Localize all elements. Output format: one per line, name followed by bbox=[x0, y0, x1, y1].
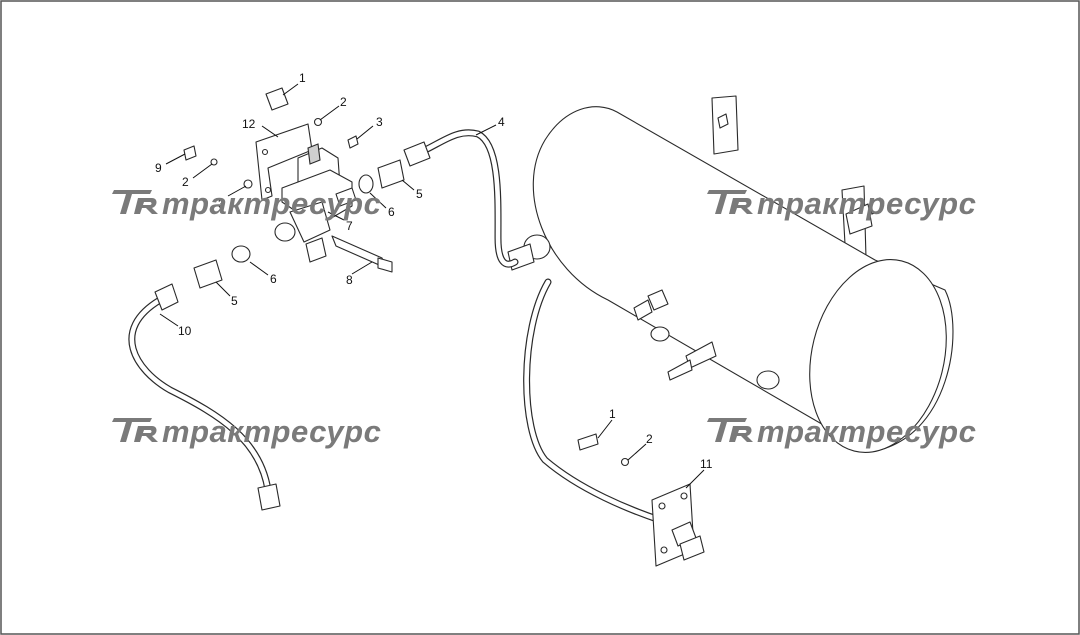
washer-2-lower bbox=[620, 457, 630, 467]
callout-1-lower: 1 bbox=[609, 407, 616, 421]
bracket-hole bbox=[264, 186, 272, 194]
oring-6-right bbox=[358, 174, 374, 194]
adjuster-screw bbox=[307, 143, 321, 165]
callout-7: 7 bbox=[346, 219, 353, 233]
callout-9: 9 bbox=[155, 161, 162, 175]
callout-2-lower: 2 bbox=[646, 432, 653, 446]
watermark-2: трактресурс bbox=[707, 186, 976, 221]
tank-port-plug bbox=[756, 370, 780, 390]
watermark-text: трактресурс bbox=[757, 186, 976, 221]
watermark-3: трактресурс bbox=[112, 414, 381, 449]
regulator-lower bbox=[289, 201, 331, 243]
regulator-body-7 bbox=[281, 169, 353, 221]
washer-2-left bbox=[210, 158, 218, 166]
callout-4: 4 bbox=[498, 115, 505, 129]
air-tank bbox=[507, 95, 954, 453]
hose-4-end-nut bbox=[403, 141, 431, 167]
oring-6-left bbox=[231, 245, 251, 263]
bracket-bolt-rear bbox=[869, 197, 883, 215]
regulator-side-port bbox=[335, 187, 357, 207]
washer-2-top bbox=[313, 117, 323, 127]
nut-9 bbox=[183, 145, 197, 161]
callout-5-left: 5 bbox=[231, 294, 238, 308]
callout-3-top: 3 bbox=[376, 115, 383, 129]
regulator-drain bbox=[305, 237, 327, 263]
bracket-hole bbox=[660, 546, 668, 554]
hose-10-end-nut bbox=[154, 283, 179, 311]
bolt-1-top bbox=[265, 87, 289, 111]
watermark-text: трактресурс bbox=[757, 414, 976, 449]
fitting-5-right bbox=[377, 159, 405, 189]
callout-2-top: 2 bbox=[340, 95, 347, 109]
callout-leaders bbox=[159, 83, 705, 489]
tank-port-nut bbox=[633, 299, 653, 321]
bracket-hole bbox=[658, 502, 666, 510]
drain-valve-assembly bbox=[577, 433, 705, 567]
callout-8: 8 bbox=[346, 273, 353, 287]
regulator-outlet bbox=[274, 222, 296, 242]
drain-valve-handle bbox=[679, 535, 705, 561]
watermark-logo bbox=[707, 190, 753, 214]
watermark-logo bbox=[112, 418, 158, 442]
mount-bracket-12 bbox=[255, 123, 313, 201]
callout-10: 10 bbox=[178, 324, 192, 338]
tank-port-valve bbox=[647, 289, 669, 311]
tank-port-boss bbox=[650, 326, 670, 342]
callout-labels: 1 2 3 12 9 2 3 4 5 6 7 8 6 5 10 1 2 11 bbox=[155, 71, 713, 471]
bolt-1-lower bbox=[577, 433, 599, 451]
watermark-logo bbox=[112, 190, 158, 214]
drain-line bbox=[523, 278, 664, 524]
tank-end-cap bbox=[809, 259, 947, 453]
fitting-5-left bbox=[193, 259, 223, 289]
tank-drain-pipe bbox=[667, 359, 693, 381]
callout-3-left: 3 bbox=[218, 197, 225, 211]
bracket-hole bbox=[680, 492, 688, 500]
watermark-logo bbox=[707, 418, 753, 442]
callout-11: 11 bbox=[700, 457, 713, 471]
callout-2-left: 2 bbox=[182, 175, 189, 189]
tank-band bbox=[845, 203, 873, 235]
watermark-text: трактресурс bbox=[162, 414, 381, 449]
bolt-8-head bbox=[377, 257, 393, 273]
watermark-1: трактресурс bbox=[112, 186, 381, 221]
bracket-bolt bbox=[717, 113, 729, 129]
watermark-text: трактресурс bbox=[162, 186, 381, 221]
bracket-hole bbox=[261, 148, 269, 156]
hose-4 bbox=[403, 129, 519, 268]
callout-6-right: 6 bbox=[388, 205, 395, 219]
callout-12: 12 bbox=[242, 117, 256, 131]
callout-5-right: 5 bbox=[416, 187, 423, 201]
callout-1-top: 1 bbox=[299, 71, 306, 85]
watermark-4: трактресурс bbox=[707, 414, 976, 449]
callout-6-left: 6 bbox=[270, 272, 277, 286]
hose-10 bbox=[128, 283, 281, 511]
hose-10-lower-nut bbox=[257, 483, 281, 511]
pressure-regulator-assembly bbox=[183, 87, 405, 289]
washer-3-top bbox=[347, 135, 359, 149]
